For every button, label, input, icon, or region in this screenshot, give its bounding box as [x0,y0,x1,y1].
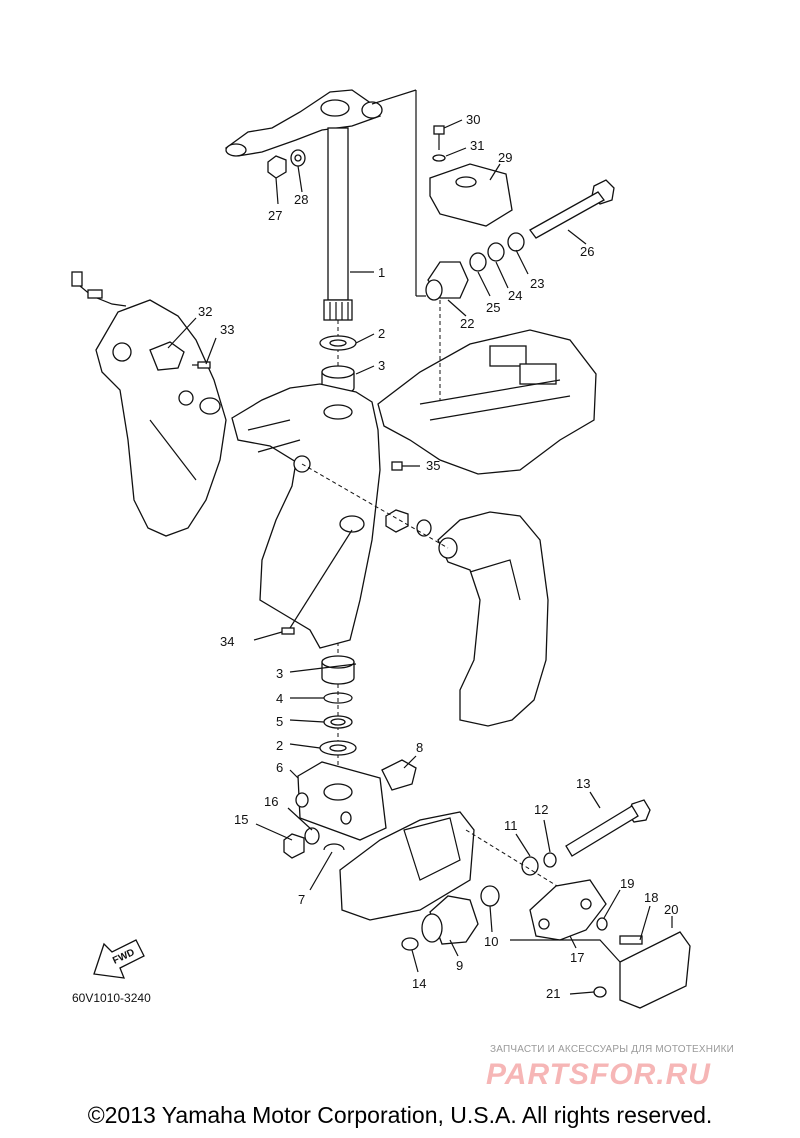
callout-12: 12 [534,802,548,817]
callout-22: 22 [460,316,474,331]
mount-rubber-9 [421,895,479,945]
callout-15: 15 [234,812,248,827]
leader-lines [167,119,673,995]
callout-30: 30 [466,112,480,127]
diagram-code: 60V1010-3240 [72,991,151,1005]
callout-2-lower: 2 [276,738,283,753]
callout-18: 18 [644,890,658,905]
mount-rubber-22 [425,261,469,301]
tilt-bolt [301,463,458,559]
callout-1: 1 [378,265,385,280]
callout-4: 4 [276,691,283,706]
callout-21: 21 [546,986,560,1001]
washer-11 [521,856,539,876]
callout-9: 9 [456,958,463,973]
callout-34: 34 [220,634,234,649]
fwd-arrow-icon: FWD [93,939,145,979]
nut-27 [267,155,287,179]
washer-5 [323,715,353,729]
washer-31 [432,154,446,162]
bolt-18 [619,935,643,945]
callout-29: 29 [498,150,512,165]
bushing-3-lower [321,655,355,685]
callout-17: 17 [570,950,584,965]
watermark-brand: PARTSFOR.RU [486,1058,711,1091]
callout-35: 35 [426,458,440,473]
callout-23: 23 [530,276,544,291]
steering-arm [224,89,383,157]
callout-26: 26 [580,244,594,259]
clamp-bracket-right [437,511,549,727]
bolt-13 [565,799,651,857]
clip-7 [323,843,345,851]
trim-sensor-lead [71,271,127,307]
swivel-bracket [231,383,381,649]
washers-23-25 [469,232,525,272]
watermark-subtitle: ЗАПЧАСТИ И АКСЕССУАРЫ ДЛЯ МОТОТЕХНИКИ [490,1044,735,1055]
mount-housing-6 [295,761,387,841]
screw-34 [281,529,353,635]
callout-24: 24 [508,288,522,303]
callout-10: 10 [484,934,498,949]
copyright-notice: ©2013 Yamaha Motor Corporation, U.S.A. A… [87,1102,713,1128]
washer-2-upper [319,335,357,351]
lower-case [339,811,475,921]
callout-32: 32 [198,304,212,319]
bolt-30 [433,125,445,150]
upper-mount-bracket [377,329,597,475]
callout-11: 11 [504,818,518,833]
washer-19 [596,917,608,931]
nut-15 [283,833,305,859]
callout-2-upper: 2 [378,326,385,341]
damper-8 [381,759,417,791]
callout-6: 6 [276,760,283,775]
callout-13: 13 [576,776,590,791]
callout-7: 7 [298,892,305,907]
washer-10 [480,885,500,907]
washer-28 [290,149,306,167]
callout-3-lower: 3 [276,666,283,681]
screw-33 [192,361,211,369]
grease-nipple-35 [391,461,403,471]
callout-8: 8 [416,740,423,755]
callout-16: 16 [264,794,278,809]
cover-20 [619,931,691,1009]
callout-19: 19 [620,876,634,891]
callout-5: 5 [276,714,283,729]
callout-14: 14 [412,976,426,991]
washer-16 [304,827,320,845]
callout-20: 20 [664,902,678,917]
callout-31: 31 [470,138,484,153]
callout-25: 25 [486,300,500,315]
washer-2-lower [319,740,357,756]
callout-27: 27 [268,208,282,223]
clamp-bracket-left [95,299,227,537]
callout-28: 28 [294,192,308,207]
bolt-26 [529,179,615,239]
washer-14 [401,937,419,951]
bracket-17 [529,879,607,941]
callout-3-upper: 3 [378,358,385,373]
nut-12 [543,852,557,868]
sensor-32 [149,341,185,371]
callout-numbers: 1 2 3 3 4 5 2 6 7 8 9 10 11 12 13 14 15 … [198,112,678,1001]
callout-33: 33 [220,322,234,337]
mount-cap-29 [429,163,513,227]
screw-21 [593,986,607,998]
